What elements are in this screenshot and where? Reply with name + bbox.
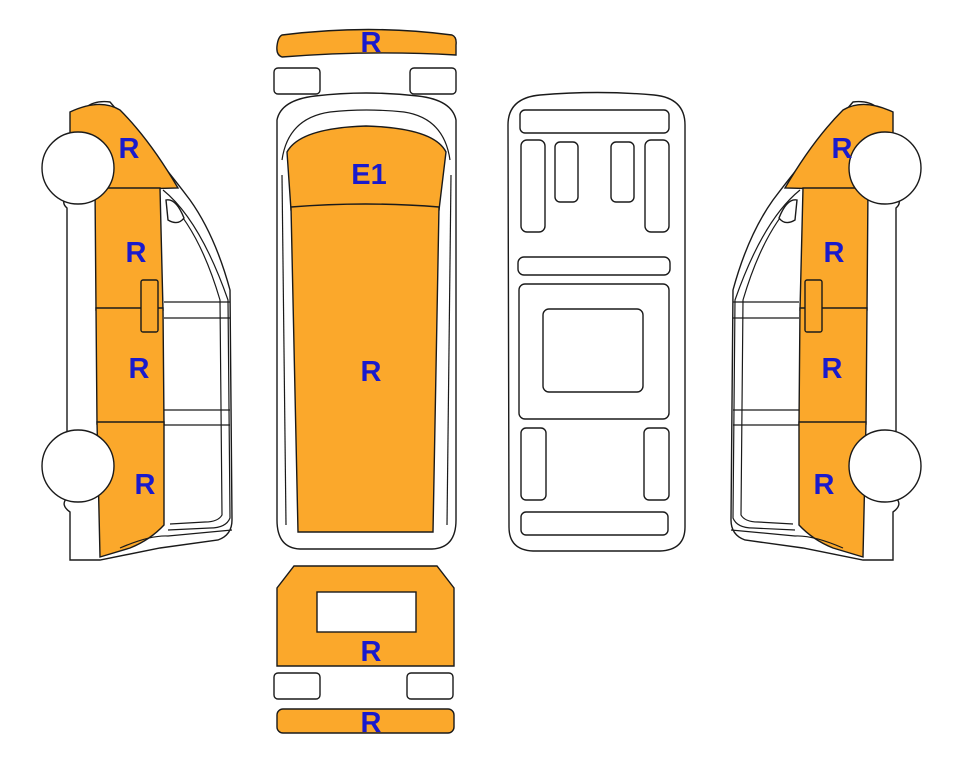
right-panel-3-label: R: [814, 469, 835, 501]
left-side-window-frame: [162, 189, 231, 531]
underside-front-beam: [519, 109, 670, 134]
left-panel-3-label: R: [135, 469, 156, 501]
left-panel-2-label: R: [129, 353, 150, 385]
rear-bumper-label: R: [361, 707, 382, 739]
front-left-headlight: [273, 67, 321, 95]
left-door-handle: [140, 279, 159, 333]
right-mirror: [778, 199, 798, 224]
underside-mid-beam: [517, 256, 671, 276]
left-side-view: R R R R: [41, 100, 233, 561]
windshield-line: [281, 109, 451, 161]
right-rear-bumper-line: [730, 529, 844, 549]
rear-right-taillight: [406, 672, 454, 700]
roof-front-panel[interactable]: [286, 125, 447, 211]
left-mirror: [165, 199, 185, 224]
underside-front-left-rail: [520, 139, 546, 233]
underside-front-right-rail: [644, 139, 670, 233]
right-panel-2-label: R: [822, 353, 843, 385]
left-panel-1-label: R: [126, 237, 147, 269]
underside-rear-right-rail: [643, 427, 670, 501]
roof-right-rail: [446, 174, 452, 526]
front-bumper-panel[interactable]: [276, 28, 457, 58]
right-rear-wheel: [848, 429, 922, 503]
right-side-labels: R R R R: [814, 133, 853, 501]
rear-left-taillight: [273, 672, 321, 700]
roof-left-rail: [281, 174, 287, 526]
front-bumper-label: R: [361, 27, 382, 59]
left-front-fender-label: R: [119, 133, 140, 165]
underside-rear-left-rail: [520, 427, 547, 501]
underside-front-left-inner: [554, 141, 579, 203]
front-right-headlight: [409, 67, 457, 95]
right-front-fender-label: R: [832, 133, 853, 165]
right-panel-1-label: R: [824, 237, 845, 269]
right-side-view: [730, 100, 922, 561]
right-door-handle: [804, 279, 823, 333]
top-view: R E1 R R R: [273, 27, 457, 739]
roof-main-panel[interactable]: [290, 203, 440, 533]
left-side-window-inner: [167, 199, 223, 525]
underside-view: [507, 91, 686, 552]
left-rear-bumper-line: [119, 529, 233, 549]
underside-front-right-inner: [610, 141, 635, 203]
right-side-window-frame: [732, 189, 801, 531]
right-front-wheel: [848, 131, 922, 205]
roof-front-label: E1: [351, 159, 386, 191]
right-side-window-inner: [740, 199, 796, 525]
left-rear-wheel: [41, 429, 115, 503]
left-front-wheel: [41, 131, 115, 205]
rear-door-label: R: [361, 636, 382, 668]
rear-window: [316, 591, 417, 633]
roof-main-label: R: [361, 356, 382, 388]
underside-rear-beam: [520, 511, 669, 536]
rear-bumper-panel[interactable]: [276, 708, 455, 734]
underside-floor-panel: [542, 308, 644, 393]
